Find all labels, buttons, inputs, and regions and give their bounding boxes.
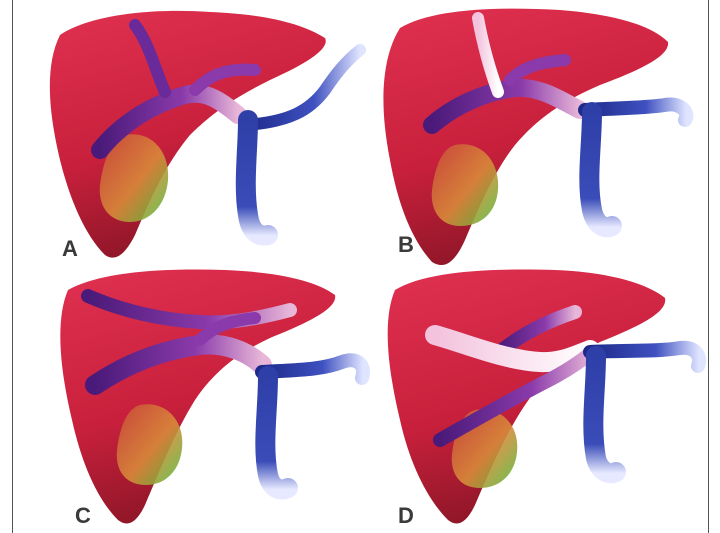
common-bile-duct (265, 376, 288, 489)
panel-a-label: A (62, 236, 78, 261)
panel-a: A (50, 11, 360, 261)
panel-b-label: B (398, 232, 414, 257)
hepatic-artery (590, 348, 699, 366)
panel-c-label: C (75, 503, 91, 528)
panel-b: B (383, 9, 686, 265)
liver-shape (383, 9, 668, 265)
liver-shape (50, 11, 326, 258)
common-bile-duct (589, 112, 612, 227)
panel-d: D (388, 270, 699, 528)
panel-d-label: D (398, 503, 414, 528)
gallbladder (432, 144, 498, 226)
panel-c: C (60, 270, 363, 528)
common-bile-duct (593, 356, 616, 473)
common-bile-duct (246, 120, 268, 236)
